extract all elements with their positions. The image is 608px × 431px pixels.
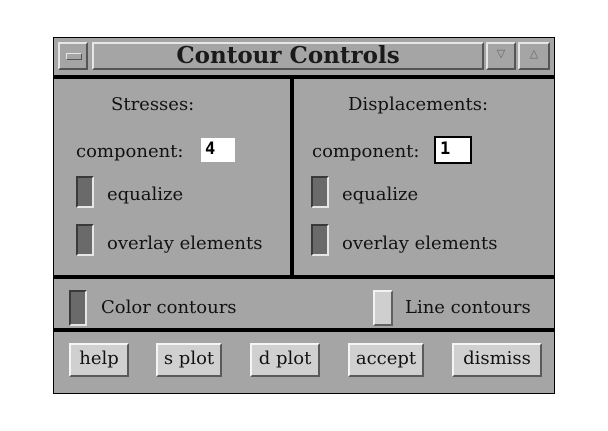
color-contours-toggle[interactable] bbox=[69, 290, 87, 326]
displacements-overlay-toggle[interactable] bbox=[311, 224, 329, 256]
menu-bar-icon bbox=[66, 53, 82, 60]
line-contours-label: Line contours bbox=[405, 297, 531, 318]
color-contours-label: Color contours bbox=[101, 297, 237, 318]
d-plot-button[interactable]: d plot bbox=[250, 343, 320, 377]
minimize-button[interactable]: ▽ bbox=[486, 42, 516, 70]
displacements-overlay-label: overlay elements bbox=[342, 233, 498, 254]
divider bbox=[54, 275, 554, 279]
triangle-down-icon: ▽ bbox=[496, 47, 506, 60]
stresses-overlay-toggle[interactable] bbox=[76, 224, 94, 256]
dismiss-button[interactable]: dismiss bbox=[452, 343, 542, 377]
displacements-component-field[interactable]: 1 bbox=[434, 136, 472, 164]
stresses-component-field[interactable]: 4 bbox=[201, 138, 235, 162]
triangle-up-icon: △ bbox=[529, 47, 539, 60]
displacements-heading: Displacements: bbox=[348, 94, 489, 115]
stresses-heading: Stresses: bbox=[111, 94, 195, 115]
help-button[interactable]: help bbox=[69, 343, 129, 377]
divider bbox=[54, 75, 554, 79]
stresses-overlay-label: overlay elements bbox=[107, 233, 263, 254]
maximize-button[interactable]: △ bbox=[518, 42, 550, 70]
contour-controls-window: Contour Controls ▽ △ Stresses: component… bbox=[53, 37, 555, 394]
stresses-component-label: component: bbox=[76, 141, 184, 162]
title-bar[interactable]: Contour Controls ▽ △ bbox=[54, 38, 554, 75]
window-title[interactable]: Contour Controls bbox=[92, 42, 484, 70]
window-menu-button[interactable] bbox=[58, 42, 88, 70]
divider bbox=[54, 328, 554, 332]
displacements-component-label: component: bbox=[312, 141, 420, 162]
accept-button[interactable]: accept bbox=[348, 343, 424, 377]
stresses-equalize-toggle[interactable] bbox=[76, 176, 94, 208]
divider bbox=[290, 78, 294, 276]
displacements-equalize-toggle[interactable] bbox=[311, 176, 329, 208]
s-plot-button[interactable]: s plot bbox=[156, 343, 222, 377]
line-contours-toggle[interactable] bbox=[373, 290, 393, 326]
displacements-equalize-label: equalize bbox=[342, 184, 419, 205]
stresses-equalize-label: equalize bbox=[107, 184, 184, 205]
